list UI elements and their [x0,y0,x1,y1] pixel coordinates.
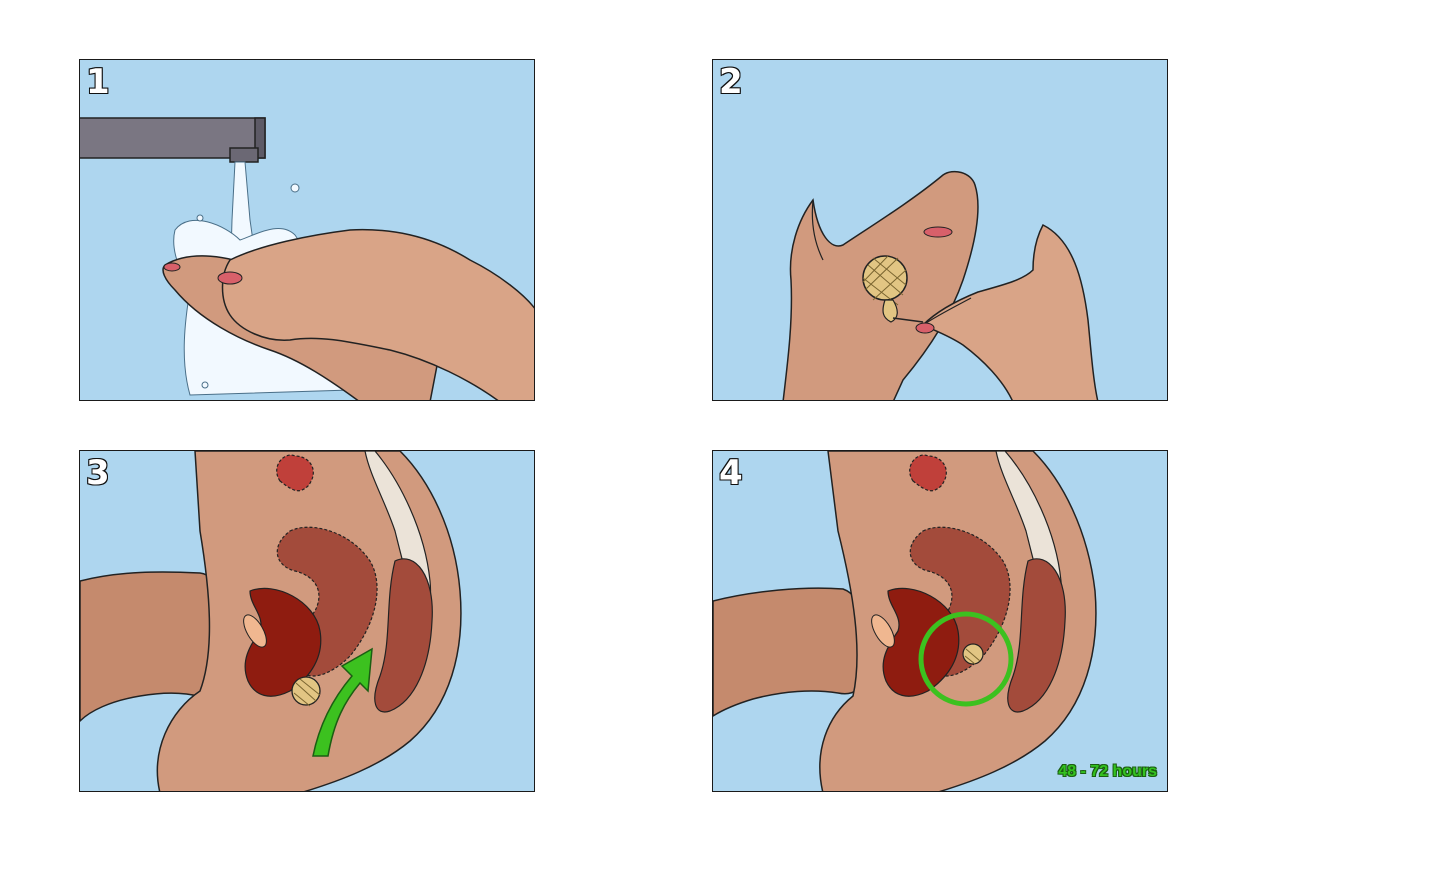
right-hand [221,228,534,400]
fingernail [217,271,243,285]
up-arrow-icon [312,647,373,757]
in-place-illustration [713,451,1097,791]
pubic-bone [243,614,267,648]
pubic-bone [871,614,895,648]
pinching-hand [921,224,1099,400]
vaginal-canal [882,587,960,697]
duration-label: 48 - 72 hours [1058,763,1157,780]
rectum [1007,558,1066,713]
arm [713,587,870,717]
step-number: 1 [85,61,111,103]
rectum [374,558,433,713]
step-1-panel: 1 [79,59,535,401]
washing-hands-illustration [80,117,534,400]
green-circle-icon [918,611,1014,707]
insertion-illustration [80,451,462,791]
step-number: 3 [85,452,111,494]
step-2-panel: 2 [712,59,1168,401]
step-number: 4 [718,452,744,494]
uterus [276,454,314,492]
step-3-panel: 3 [79,450,535,792]
step-4-panel: 4 48 - 72 hours [712,450,1168,792]
uterus [909,454,947,492]
step-number: 2 [718,61,744,103]
holding-insert-illustration [782,170,1099,400]
